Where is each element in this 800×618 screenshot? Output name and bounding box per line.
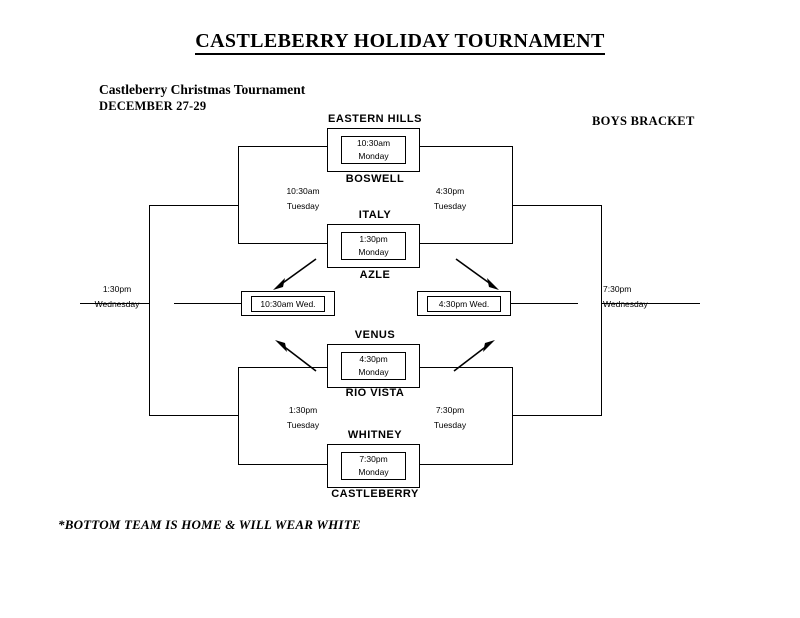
footnote-home-team: *BOTTOM TEAM IS HOME & WILL WEAR WHITE <box>58 517 361 532</box>
game-2-bottom-team: AZLE <box>359 269 391 281</box>
final-left-baseline <box>80 303 150 304</box>
game-4-top-team: WHITNEY <box>347 429 403 441</box>
game-2-time-box: 1:30pm Monday <box>341 232 406 260</box>
game-2-top-team: ITALY <box>358 209 392 221</box>
game-4-day: Monday <box>358 467 389 477</box>
game-2-day: Monday <box>358 247 389 257</box>
bracket-division-label: BOYS BRACKET <box>592 114 695 128</box>
lower-right-semi-time-day: Tuesday <box>433 419 467 430</box>
upper-right-semi-time-day: Tuesday <box>433 200 467 211</box>
game-1-top-team: EASTERN HILLS <box>328 113 422 125</box>
game-3-top-team: VENUS <box>354 329 396 341</box>
final-right-time: 7:30pm Wednesday <box>603 282 693 312</box>
upper-left-semi-time-day: Tuesday <box>286 200 320 211</box>
final-right-vertical <box>601 205 602 416</box>
upper-right-semi-time: 4:30pm Tuesday <box>405 184 495 214</box>
upper-semi-left-vertical <box>238 146 239 244</box>
lower-left-semi-time-day: Tuesday <box>286 419 320 430</box>
arrow-upper-right-to-consolation <box>455 258 499 290</box>
game-1-day: Monday <box>358 151 389 161</box>
arrow-lower-right-to-consolation <box>453 340 495 372</box>
lower-left-semi-time: 1:30pm Tuesday <box>258 403 348 433</box>
upper-right-semi-time-value: 4:30pm <box>435 186 465 196</box>
consolation-left-feed-line <box>174 303 242 304</box>
lower-right-semi-time-value: 7:30pm <box>435 405 465 415</box>
page-title-text: CASTLEBERRY HOLIDAY TOURNAMENT <box>195 30 605 55</box>
page-title: CASTLEBERRY HOLIDAY TOURNAMENT <box>0 30 800 55</box>
final-right-bottom-stub <box>512 415 602 416</box>
upper-left-semi-time: 10:30am Tuesday <box>258 184 348 214</box>
game-4-bottom-team: CASTLEBERRY <box>331 488 419 500</box>
game-3-day: Monday <box>358 367 389 377</box>
lower-right-semi-time: 7:30pm Tuesday <box>405 403 495 433</box>
game-3-bottom-team: RIO VISTA <box>345 387 405 399</box>
game-4-time-box: 7:30pm Monday <box>341 452 406 480</box>
final-right-time-value: 7:30pm <box>603 284 632 294</box>
game-4-time: 7:30pm <box>359 454 388 465</box>
final-right-time-day: Wednesday <box>603 298 648 309</box>
final-right-baseline <box>601 303 700 304</box>
upper-left-semi-time-value: 10:30am <box>286 186 320 196</box>
consolation-right-feed-line <box>510 303 578 304</box>
consolation-right-label: 4:30pm Wed. <box>438 299 490 309</box>
final-right-top-stub <box>512 205 602 206</box>
game-3-time: 4:30pm <box>359 354 388 365</box>
tournament-dates: DECEMBER 27-29 <box>99 99 207 113</box>
consolation-right-box: 4:30pm Wed. <box>427 296 501 312</box>
final-left-top-stub <box>149 205 238 206</box>
game-3-time-box: 4:30pm Monday <box>341 352 406 380</box>
arrow-upper-left-to-consolation <box>273 258 317 290</box>
consolation-left-box: 10:30am Wed. <box>251 296 325 312</box>
arrow-lower-left-to-consolation <box>275 340 317 372</box>
lower-semi-right-vertical <box>512 367 513 465</box>
consolation-left-label: 10:30am Wed. <box>260 299 316 309</box>
lower-left-semi-time-value: 1:30pm <box>288 405 318 415</box>
final-left-vertical <box>149 205 150 416</box>
final-left-time-day: Wednesday <box>94 298 140 309</box>
tournament-subtitle: Castleberry Christmas Tournament <box>99 82 306 97</box>
game-1-time-box: 10:30am Monday <box>341 136 406 164</box>
final-left-bottom-stub <box>149 415 238 416</box>
game-1-time: 10:30am <box>356 138 391 149</box>
upper-semi-right-vertical <box>512 146 513 244</box>
lower-semi-left-vertical <box>238 367 239 465</box>
game-1-bottom-team: BOSWELL <box>345 173 405 185</box>
final-left-time-value: 1:30pm <box>102 284 132 294</box>
final-left-time: 1:30pm Wednesday <box>72 282 162 312</box>
game-2-time: 1:30pm <box>359 234 388 245</box>
